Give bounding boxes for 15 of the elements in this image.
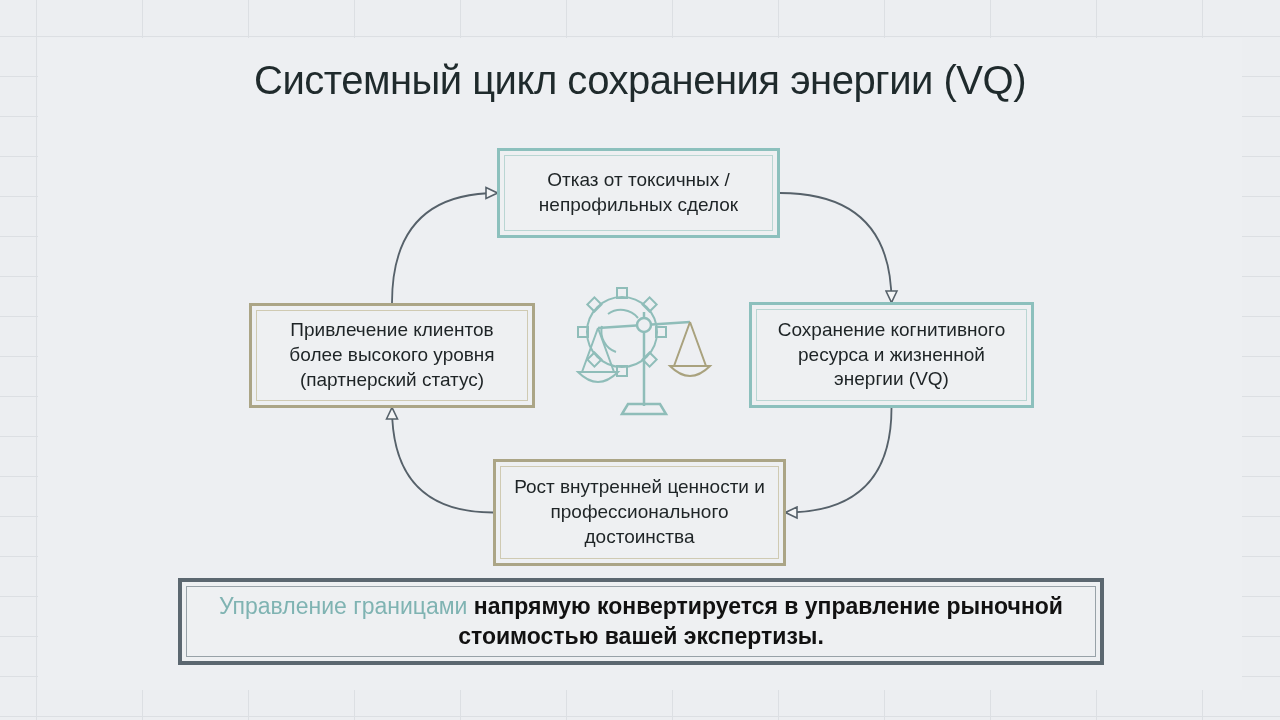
summary-text: Управление границами напрямую конвертируется в управление рыночной стоимостью вашей экспертизы. xyxy=(218,591,1064,651)
step-text: Отказ от токсичных / непрофильных сделок xyxy=(537,168,740,217)
process-box xyxy=(749,302,1034,408)
title: Системный цикл сохранения энергии (VQ) xyxy=(253,58,1027,103)
process-box xyxy=(249,303,535,408)
step-text: Сохранение когнитивного ресурса и жизненной энергии (VQ) xyxy=(776,317,1007,392)
process-box xyxy=(493,459,786,566)
summary-banner xyxy=(178,578,1104,665)
step-text: Привлечение клиентов более высокого уровня (партнерский статус) xyxy=(288,318,496,392)
process-box xyxy=(497,148,780,238)
cycle-arrow xyxy=(386,406,494,514)
cycle-arrow xyxy=(779,192,898,304)
cycle-arrow xyxy=(391,187,499,304)
step-text: Рост внутренней ценности и профессионального достоинства xyxy=(514,475,765,549)
cycle-arrow xyxy=(784,407,893,519)
